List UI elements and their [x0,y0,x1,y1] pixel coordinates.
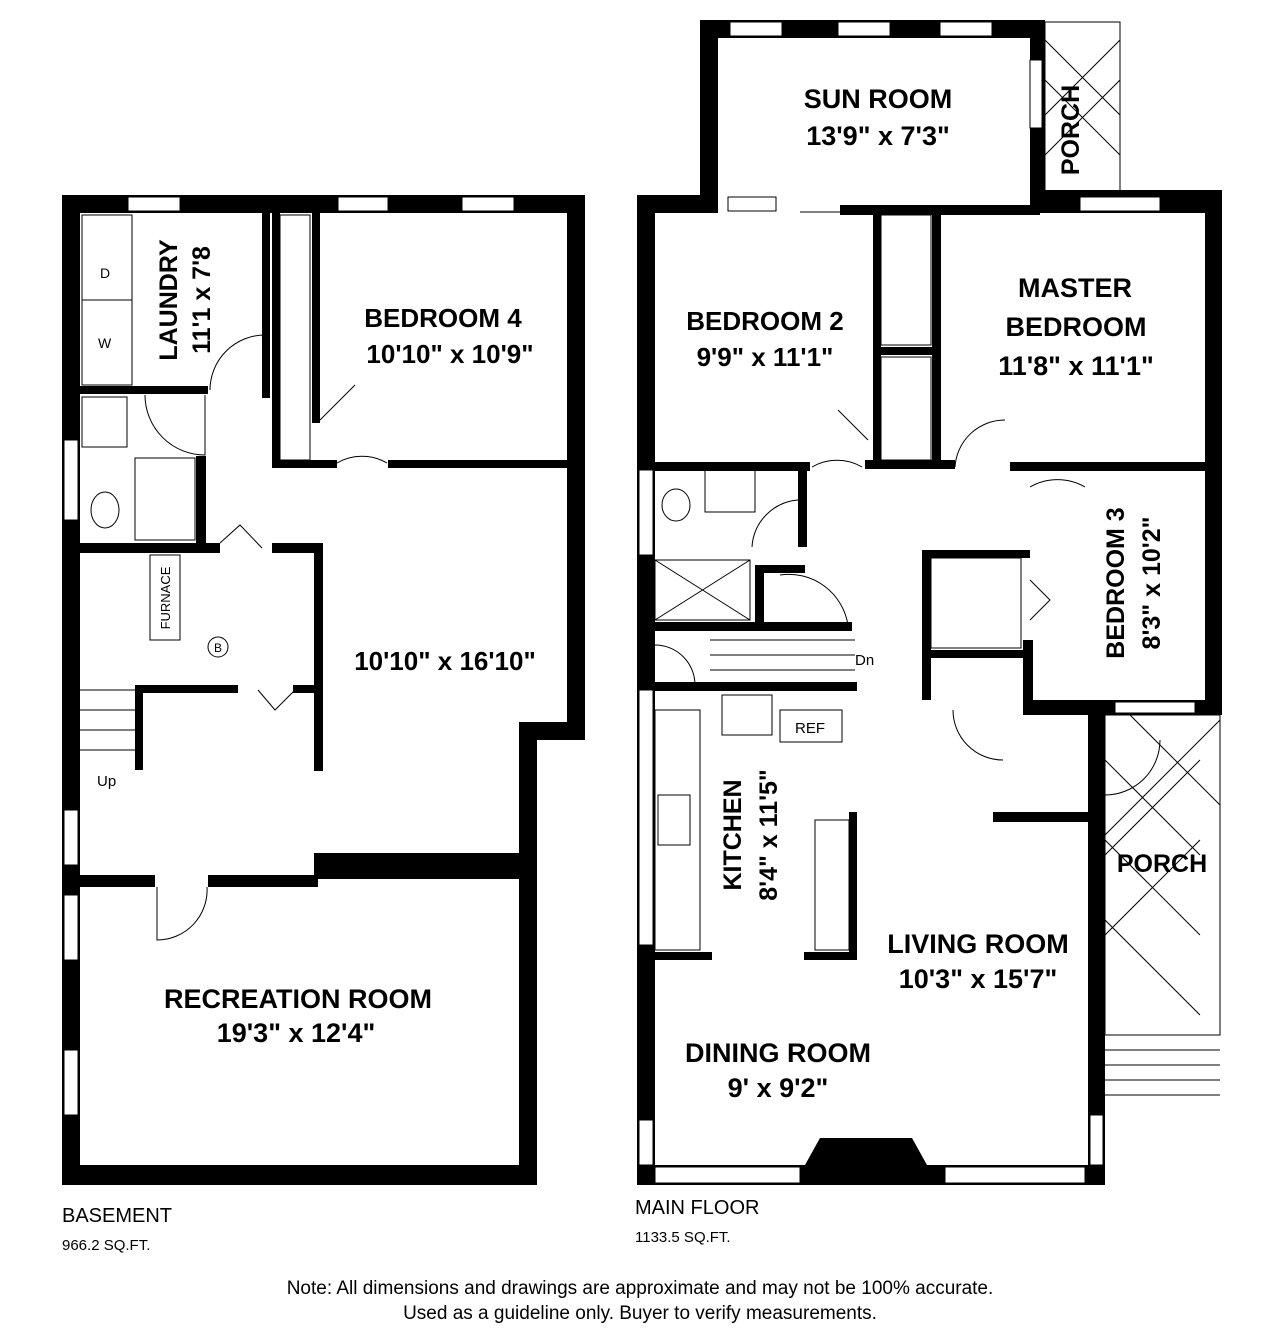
bedroom-2-label: BEDROOM 2 [686,306,843,336]
basement-title: BASEMENT [62,1205,173,1227]
recreation-room-label: RECREATION ROOM [164,984,432,1014]
stairs-up-label: Up [97,773,116,790]
main-floor-area: 1133.5 SQ.FT. [635,1229,731,1246]
stairs-down-label: Dn [855,652,874,669]
master-bedroom-size: 11'8" x 11'1" [998,351,1154,381]
bedroom-4-size: 10'10" x 10'9" [366,339,533,369]
basement-fixtures [80,214,519,941]
main-floor-walls [637,20,1222,1185]
furnace-label: FURNACE [158,566,173,629]
main-floor-title: MAIN FLOOR [635,1197,760,1219]
master-bedroom-label-2: BEDROOM [1006,312,1147,342]
bedroom-4-label: BEDROOM 4 [364,303,522,333]
main-floor-fixtures [654,21,1221,1096]
porch-side-label: PORCH [1117,850,1207,878]
laundry-label: LAUNDRY [155,239,183,361]
bedroom-2-size: 9'9" x 11'1" [697,342,834,372]
bedroom-3-size: 8'3" x 10'2" [1138,517,1166,650]
sun-room-label: SUN ROOM [804,84,953,114]
sun-room-size: 13'9" x 7'3" [806,121,950,151]
disclaimer-line-2: Used as a guideline only. Buyer to verif… [403,1303,877,1324]
open-area-size: 10'10" x 16'10" [354,646,536,676]
living-room-size: 10'3" x 15'7" [899,964,1058,994]
main-floor-windows [638,21,1196,1184]
recreation-room-size: 19'3" x 12'4" [217,1018,376,1048]
basement-plan: LAUNDRY 11'1 x 7'8 D W BEDROOM 4 10'10" … [62,195,585,1185]
master-bedroom-label-1: MASTER [1018,273,1132,303]
washer-label: W [98,335,112,351]
main-floor-plan: SUN ROOM 13'9" x 7'3" PORCH BEDROOM 2 9'… [637,20,1222,1185]
kitchen-size: 8'4" x 11'5" [755,769,783,901]
boiler-label: B [214,641,222,655]
kitchen-label: KITCHEN [719,779,747,890]
dining-room-size: 9' x 9'2" [728,1073,829,1103]
refrigerator-label: REF [795,720,825,737]
living-room-label: LIVING ROOM [887,929,1069,959]
basement-area: 966.2 SQ.FT. [62,1237,151,1254]
dining-room-label: DINING ROOM [685,1038,871,1068]
laundry-size: 11'1 x 7'8 [188,246,216,354]
bedroom-3-label: BEDROOM 3 [1102,507,1130,658]
dryer-label: D [100,265,110,281]
basement-windows [63,196,515,1116]
disclaimer-line-1: Note: All dimensions and drawings are ap… [286,1278,994,1299]
porch-top-label: PORCH [1057,85,1085,175]
